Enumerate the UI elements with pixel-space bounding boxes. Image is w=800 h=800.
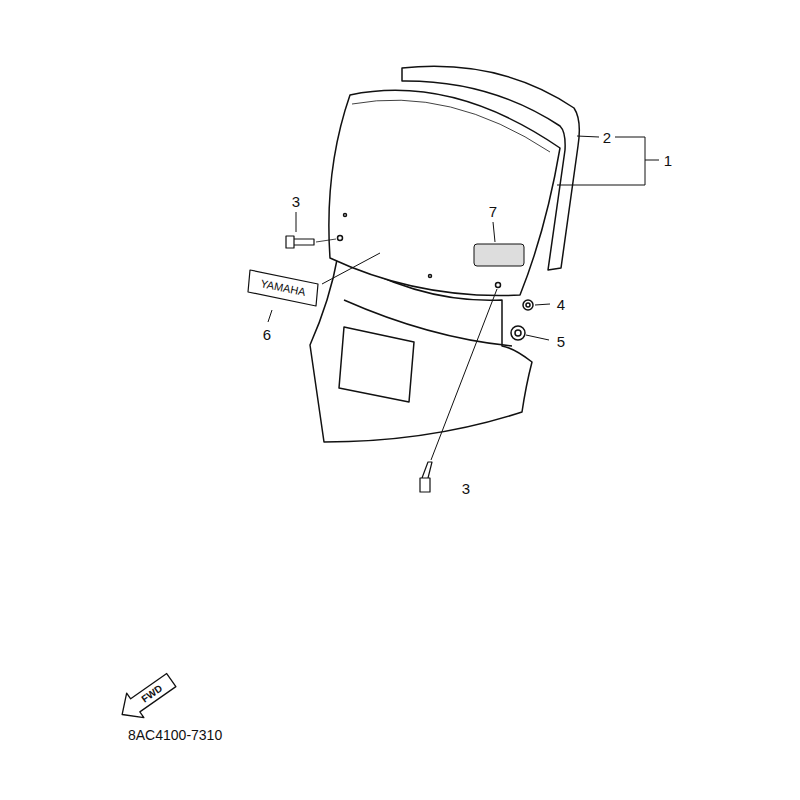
decal [248,270,318,306]
bracket [645,160,659,161]
cowl-edge [344,300,512,346]
windshield [329,90,560,295]
sticker [474,244,524,266]
bolt [286,236,314,248]
grommet [511,326,525,340]
hole [344,214,347,217]
leader-line [526,335,549,340]
leader-line [577,136,599,137]
diagram-code: 8AC4100-7310 [128,728,222,742]
hole [496,283,501,288]
hole [429,275,432,278]
callout-number: 5 [557,334,565,349]
windshield-edge [352,100,550,152]
forward-arrow [114,668,180,727]
bracket [557,185,645,186]
hole [338,236,343,241]
callout-number: 1 [664,153,672,168]
leader-line [431,289,497,460]
leader-line [493,222,495,242]
leader-line [322,253,380,284]
callout-number: 3 [462,481,470,496]
leader-line [268,310,272,322]
bolt [420,462,432,492]
leader-line [296,212,297,232]
nut [526,303,530,307]
callout-number: 3 [292,194,300,209]
callout-number: 4 [557,297,565,312]
headlight-opening [339,327,414,402]
grommet [515,330,521,336]
callout-number: 6 [263,327,271,342]
callout-number: 7 [489,204,497,219]
nut [523,300,533,310]
bracket [645,137,646,185]
callout-number: 2 [603,130,611,145]
bracket [615,137,645,138]
leader-line [535,304,550,305]
leader-line [316,239,336,242]
